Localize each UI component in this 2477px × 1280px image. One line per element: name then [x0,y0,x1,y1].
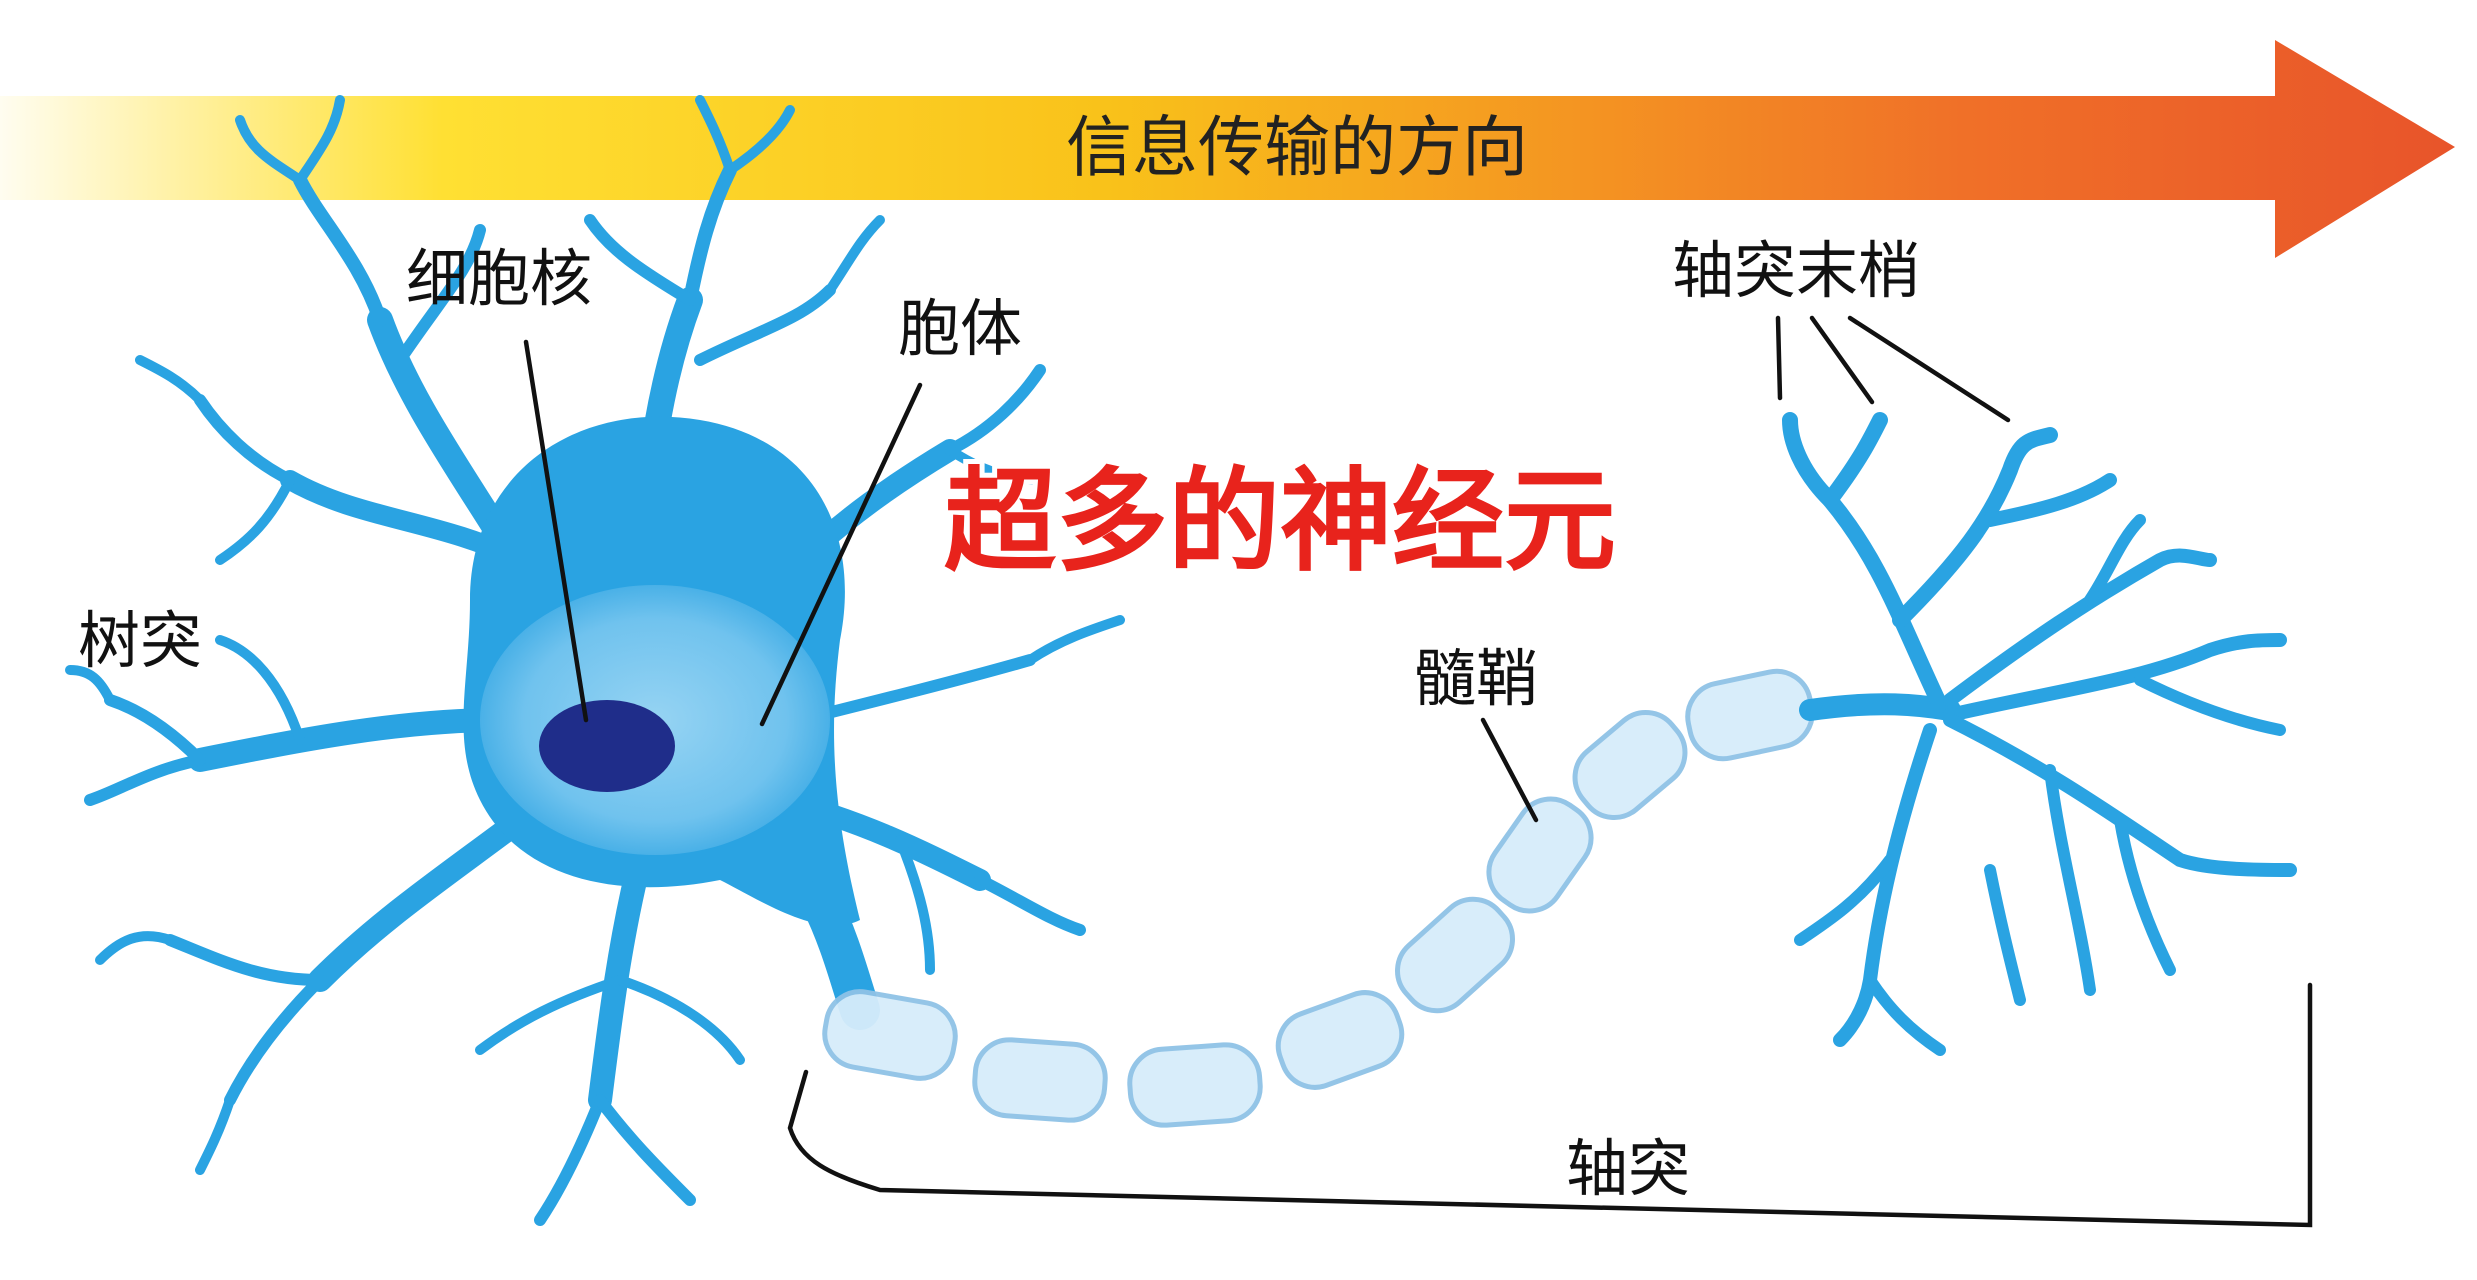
myelin-segment [1486,796,1594,914]
labels: 细胞核 胞体 树突 髓鞘 轴突末梢 轴突 [78,234,1920,1205]
axon-terminals-label: 轴突末梢 [1672,234,1920,307]
myelin-segment [1275,990,1405,1090]
nucleus-leader [523,339,589,723]
terminal-leader-2 [1809,315,1875,405]
myelin-segment [1127,1042,1263,1128]
dendrites [65,95,1125,1226]
axon-bracket [787,982,2313,1228]
direction-arrow-shape [0,40,2455,258]
myelin-label: 髓鞘 [1414,642,1538,715]
myelin-segment [972,1037,1108,1123]
myelin-segment [822,989,958,1081]
cell-body-label: 胞体 [898,292,1022,365]
axon-terminals [1782,412,2297,1056]
myelin-segment [1685,668,1815,762]
myelin-segment [1395,896,1515,1014]
cell-body [463,416,860,926]
direction-arrow-label: 信息传输的方向 [1066,109,1528,186]
terminal-leader-1 [1775,315,1783,401]
myelin-segment [1572,710,1688,820]
leader-lines [523,315,2313,1228]
terminal-leader-3 [1847,315,2011,423]
headline: 超多的神经元 [944,457,1616,587]
dendrites-label: 树突 [78,604,202,677]
myelin-sheath [822,668,1815,1128]
nucleus-label: 细胞核 [406,242,592,315]
nucleus-shape [539,700,675,792]
axon-label: 轴突 [1566,1132,1690,1205]
myelin-leader [1480,717,1539,823]
cell-body-leader [759,382,923,727]
direction-arrow: 信息传输的方向 [0,40,2455,258]
